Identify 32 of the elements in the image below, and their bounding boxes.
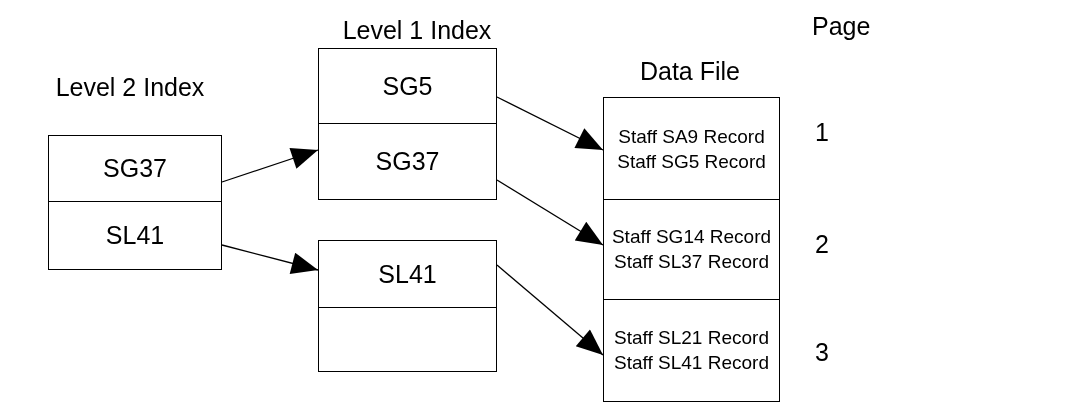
key-text: SG37 (103, 154, 167, 183)
record-text: Staff SL37 Record (614, 250, 769, 275)
record-cell (603, 198, 780, 300)
table-heading: Data File (638, 57, 741, 86)
index-cell (318, 240, 497, 308)
index-cell (48, 135, 222, 202)
empty-cell (318, 306, 497, 372)
record-cell (603, 298, 780, 402)
key-text: SL41 (378, 259, 437, 289)
key-text: SG37 (375, 146, 440, 176)
index-cell (318, 122, 497, 200)
record-text: Staff SA9 Record (618, 124, 765, 149)
page-number: 1 (815, 118, 829, 147)
table-heading: Level 2 Index (54, 73, 206, 102)
index-cell (48, 200, 222, 270)
arrow (221, 147, 319, 183)
column-heading: Page (812, 12, 871, 41)
record-cell (603, 97, 780, 200)
arrow (221, 244, 319, 274)
arrow (496, 264, 604, 356)
record-text: Staff SG14 Record (611, 225, 772, 250)
record-text: Staff SL41 Record (614, 351, 769, 376)
key-text: SL41 (105, 220, 165, 250)
arrow (496, 179, 604, 246)
arrow (496, 96, 604, 151)
table-heading: Level 1 Index (341, 16, 493, 45)
page-number: 2 (815, 230, 829, 259)
record-text: Staff SL21 Record (614, 326, 769, 351)
record-text: Staff SG5 Record (617, 149, 766, 174)
key-text: SG5 (382, 71, 433, 101)
index-cell (318, 48, 497, 124)
page-number: 3 (815, 338, 829, 367)
